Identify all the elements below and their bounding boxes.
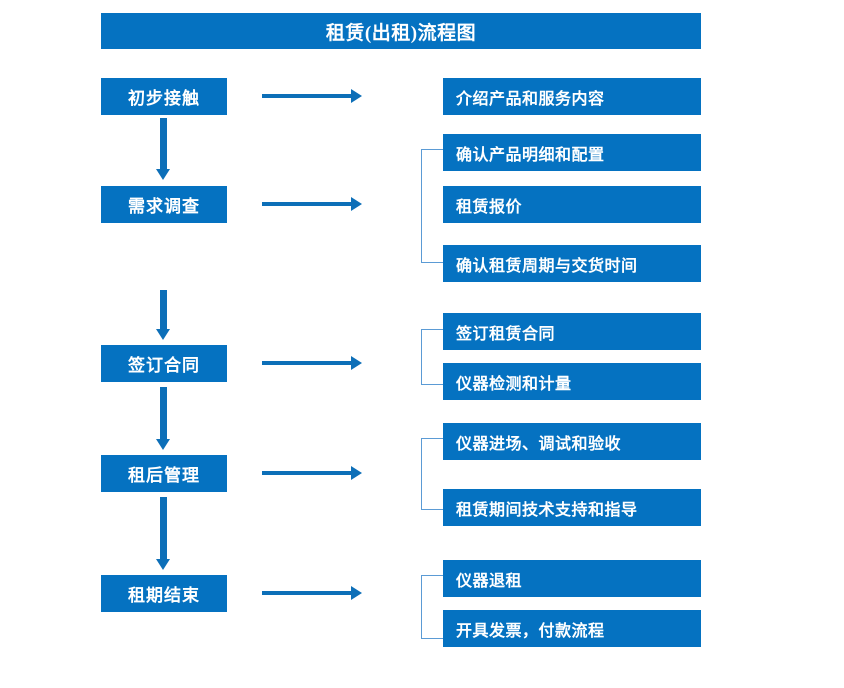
arrow-shaft	[160, 497, 167, 559]
stage-box-post-rental-mgmt[interactable]: 租后管理	[101, 455, 227, 492]
detail-box-sign-rental-contract[interactable]: 签订租赁合同	[443, 313, 701, 350]
detail-box-instrument-return[interactable]: 仪器退租	[443, 560, 701, 597]
stage-box-sign-contract[interactable]: 签订合同	[101, 345, 227, 382]
group-bracket-needs-survey	[421, 149, 443, 263]
stage-box-needs-survey[interactable]: 需求调查	[101, 186, 227, 223]
arrow-head-right-icon	[351, 197, 362, 211]
arrow-shaft	[262, 471, 352, 475]
detail-box-instrument-onsite[interactable]: 仪器进场、调试和验收	[443, 423, 701, 460]
arrow-head-down-icon	[156, 169, 170, 180]
group-bracket-sign-contract	[421, 329, 443, 385]
group-bracket-rental-end	[421, 575, 443, 639]
stage-box-initial-contact[interactable]: 初步接触	[101, 78, 227, 115]
arrow-head-down-icon	[156, 559, 170, 570]
arrow-shaft	[262, 94, 352, 98]
arrow-head-down-icon	[156, 439, 170, 450]
arrow-shaft	[262, 361, 352, 365]
horizontal-arrow-5	[262, 586, 362, 600]
stage-box-rental-end[interactable]: 租期结束	[101, 575, 227, 612]
vertical-arrow-4	[156, 497, 170, 570]
group-bracket-post-rental-mgmt	[421, 438, 443, 510]
arrow-shaft	[160, 290, 167, 329]
diagram-title: 租赁(出租)流程图	[101, 13, 701, 49]
vertical-arrow-1	[156, 118, 170, 180]
detail-box-confirm-rental-period[interactable]: 确认租赁周期与交货时间	[443, 245, 701, 282]
detail-box-intro-products[interactable]: 介绍产品和服务内容	[443, 78, 701, 115]
arrow-head-right-icon	[351, 586, 362, 600]
horizontal-arrow-2	[262, 197, 362, 211]
vertical-arrow-2	[156, 290, 170, 340]
arrow-head-down-icon	[156, 329, 170, 340]
horizontal-arrow-1	[262, 89, 362, 103]
arrow-shaft	[262, 202, 352, 206]
horizontal-arrow-3	[262, 356, 362, 370]
detail-box-instrument-testing[interactable]: 仪器检测和计量	[443, 363, 701, 400]
arrow-head-right-icon	[351, 356, 362, 370]
detail-box-invoice-payment[interactable]: 开具发票，付款流程	[443, 610, 701, 647]
arrow-shaft	[262, 591, 352, 595]
arrow-shaft	[160, 387, 167, 439]
arrow-head-right-icon	[351, 89, 362, 103]
arrow-head-right-icon	[351, 466, 362, 480]
vertical-arrow-3	[156, 387, 170, 450]
horizontal-arrow-4	[262, 466, 362, 480]
detail-box-tech-support[interactable]: 租赁期间技术支持和指导	[443, 489, 701, 526]
detail-box-rental-quote[interactable]: 租赁报价	[443, 186, 701, 223]
detail-box-confirm-product-spec[interactable]: 确认产品明细和配置	[443, 134, 701, 171]
arrow-shaft	[160, 118, 167, 169]
